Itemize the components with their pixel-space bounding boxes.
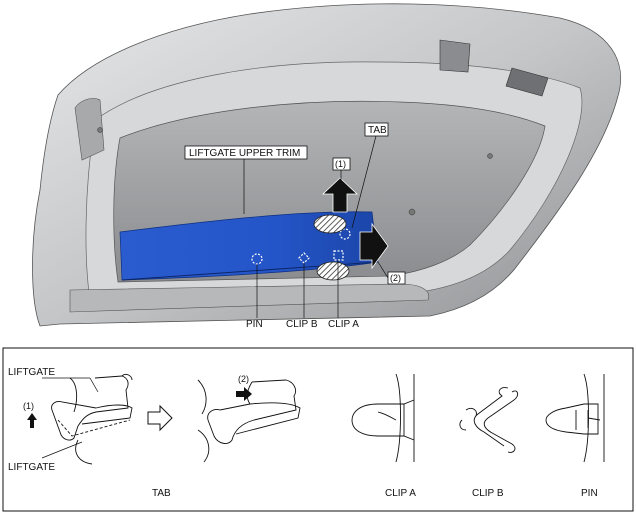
liftgate-bottom-label: LIFTGATE	[8, 462, 55, 473]
step2-label-box	[387, 271, 406, 285]
clip-a-marker	[333, 250, 344, 261]
leader-tab	[351, 135, 377, 229]
bolt	[408, 208, 416, 216]
liftgate-handle-recess	[505, 67, 549, 97]
bolt	[487, 153, 493, 159]
trim-label: LIFTGATE UPPER TRIM	[189, 148, 300, 159]
trim-label-box	[184, 145, 308, 160]
liftgate-corner-detail	[74, 98, 105, 161]
liftgate-illustration: LIFTGATE UPPER TRIM TAB (1) (2) PIN CLIP…	[32, 3, 622, 330]
clipa-label: CLIP A	[328, 319, 359, 330]
right-arrow-icon	[359, 222, 389, 270]
tab-before-sketch	[51, 373, 133, 465]
tab-caption: TAB	[152, 488, 171, 499]
liftgate-top-label: LIFTGATE	[8, 367, 55, 378]
step2-label: (2)	[390, 273, 401, 283]
step1-label: (1)	[335, 159, 346, 169]
clipb-caption: CLIP B	[472, 488, 504, 499]
up-arrow-icon	[321, 177, 359, 213]
clip-b-sketch	[459, 387, 519, 453]
liftgate-hinge	[439, 39, 471, 73]
hatched-oval-icon	[316, 261, 350, 281]
detail-step2-label: (2)	[238, 374, 249, 384]
hatched-oval-icon	[313, 214, 347, 234]
clipa-caption: CLIP A	[385, 488, 416, 499]
detail-step1-label: (1)	[23, 401, 34, 411]
right-arrow-icon	[236, 387, 252, 401]
leader-step2	[377, 261, 389, 279]
up-arrow-icon	[27, 413, 37, 428]
tab-marker	[339, 228, 351, 240]
clip-a-sketch	[351, 373, 415, 463]
step1-label-box	[332, 157, 351, 171]
tab-after-sketch	[197, 379, 301, 463]
detail-panel-frame	[2, 347, 634, 512]
tab-label: TAB	[368, 125, 387, 136]
liftgate-bottom-leader	[41, 441, 83, 459]
bolt	[97, 127, 103, 133]
tab-label-box	[364, 122, 389, 137]
pin-caption: PIN	[581, 488, 598, 499]
hollow-right-arrow-icon	[147, 404, 173, 432]
liftgate-top-leader-2	[89, 377, 99, 393]
clipb-label: CLIP B	[286, 319, 318, 330]
pin-sketch	[545, 373, 605, 463]
pin-label: PIN	[246, 319, 263, 330]
